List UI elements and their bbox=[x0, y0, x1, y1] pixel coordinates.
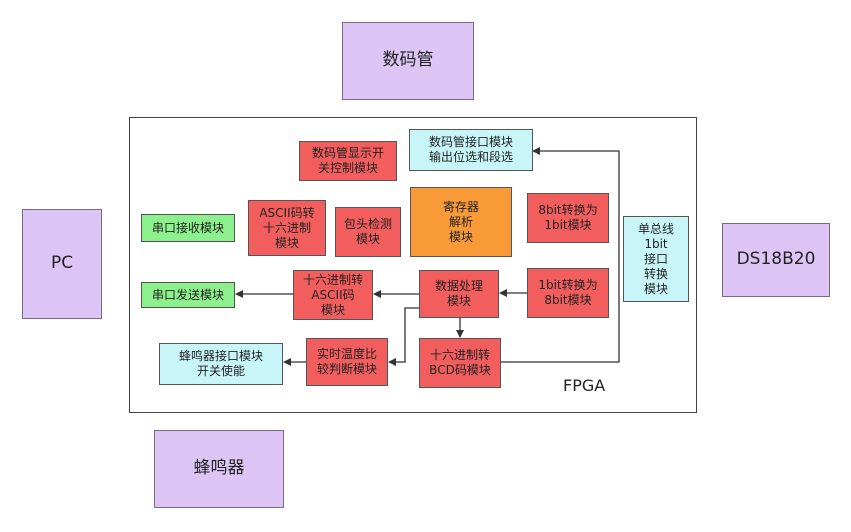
buzzer-device: 蜂鸣器 bbox=[154, 430, 284, 508]
fpga-boundary bbox=[129, 117, 697, 413]
register-parse-module: 寄存器 解析 模块 bbox=[410, 187, 512, 257]
onewire-interface-module: 单总线 1bit 接口 转换 模块 bbox=[623, 216, 689, 302]
hex-to-bcd-module: 十六进制转 BCD码模块 bbox=[419, 338, 501, 388]
pc-device: PC bbox=[22, 209, 102, 319]
buzzer-interface-module: 蜂鸣器接口模块 开关使能 bbox=[159, 343, 283, 385]
bit1-to-bit8-module: 1bit转换为 8bit模块 bbox=[527, 268, 609, 318]
seg-control-module: 数码管显示开 关控制模块 bbox=[299, 141, 397, 181]
header-detect-module: 包头检测 模块 bbox=[335, 207, 401, 257]
temp-compare-module: 实时温度比 较判断模块 bbox=[306, 338, 388, 386]
ds18b20-device: DS18B20 bbox=[722, 223, 830, 297]
bit8-to-bit1-module: 8bit转换为 1bit模块 bbox=[527, 193, 609, 243]
bcd-to-compare-arrow bbox=[388, 307, 419, 366]
hex-to-ascii-module: 十六进制转 ASCII码 模块 bbox=[293, 270, 373, 320]
uart-tx-module: 串口发送模块 bbox=[141, 282, 235, 308]
uart-rx-module: 串口接收模块 bbox=[141, 214, 235, 242]
bcd-to-seg-arrow bbox=[501, 147, 620, 363]
ascii-to-hex-module: ASCII码转 十六进制 模块 bbox=[248, 200, 326, 256]
fpga-label: FPGA bbox=[563, 376, 606, 395]
data-process-module: 数据处理 模块 bbox=[419, 270, 499, 318]
display-device: 数码管 bbox=[342, 22, 474, 100]
